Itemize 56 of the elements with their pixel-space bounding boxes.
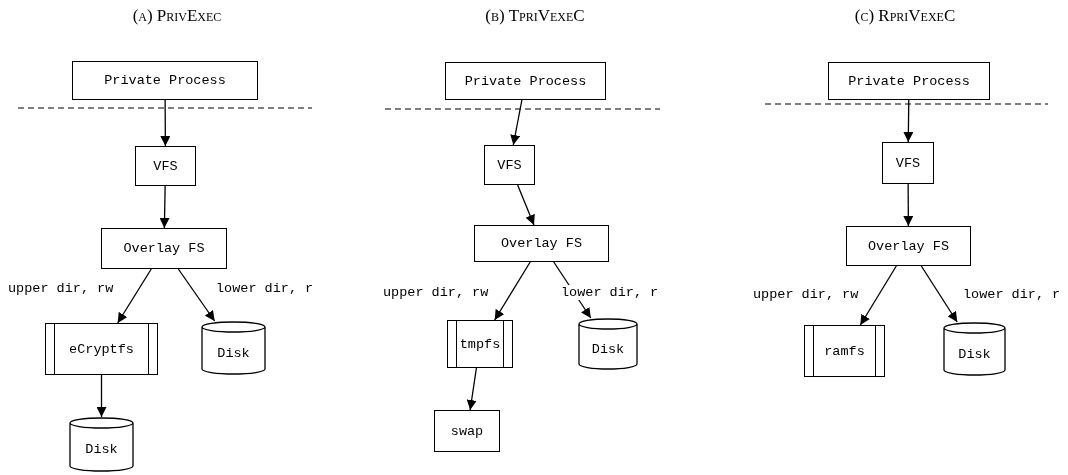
- node-label: Overlay FS: [868, 238, 949, 254]
- process-box: [72, 61, 258, 100]
- subroutine-box: [804, 325, 885, 377]
- arrow: [466, 367, 478, 411]
- node-label: Disk: [85, 442, 118, 457]
- node-label: Private Process: [848, 73, 970, 89]
- arrow: [859, 265, 897, 326]
- node-label: Disk: [591, 341, 625, 357]
- arrow: [920, 265, 958, 323]
- panel-title: (a) PrivExec: [132, 6, 222, 26]
- disk-cylinder: [943, 322, 1006, 376]
- node-label: VFS: [895, 155, 921, 171]
- process-box: [828, 62, 990, 100]
- edge-label: lower dir, r: [560, 285, 660, 300]
- process-box: [882, 142, 934, 184]
- arrow: [159, 185, 170, 229]
- node-label: eCryptfs: [69, 341, 134, 357]
- disk-cylinder: [578, 318, 638, 370]
- edge-label: lower dir, r: [215, 281, 315, 296]
- edge-label: upper dir, rw: [7, 281, 115, 296]
- node-label: Private Process: [104, 73, 226, 88]
- edge-label: upper dir, rw: [382, 285, 490, 300]
- process-box: [101, 228, 227, 269]
- process-box: [846, 226, 971, 266]
- panel-title: (c) RpriVexeC: [854, 6, 956, 26]
- process-box: [445, 62, 606, 100]
- node-label: ramfs: [824, 343, 865, 359]
- process-box: [135, 146, 196, 186]
- process-box: [434, 410, 500, 452]
- node-label: Overlay FS: [123, 241, 205, 256]
- process-box: [484, 145, 535, 185]
- node-label: VFS: [153, 158, 178, 174]
- subroutine-box: [45, 323, 158, 375]
- node-label: Private Process: [464, 73, 587, 89]
- edge-label: lower dir, r: [962, 287, 1062, 302]
- process-box: [474, 225, 609, 262]
- arrow: [903, 99, 914, 143]
- arrow: [517, 184, 535, 226]
- arrow: [96, 374, 107, 418]
- node-label: swap: [450, 423, 484, 439]
- edge-label: upper dir, rw: [752, 287, 860, 302]
- node-label: tmpfs: [459, 336, 501, 352]
- arrow: [903, 183, 914, 227]
- subroutine-box: [447, 320, 513, 368]
- disk-cylinder: [69, 417, 134, 472]
- arrow: [117, 268, 152, 324]
- node-label: Overlay FS: [501, 236, 582, 251]
- arrow: [494, 261, 531, 321]
- arrow: [177, 268, 216, 322]
- panel-title: (b) TpriVexeC: [485, 6, 585, 26]
- arrow: [510, 99, 523, 146]
- arrow: [160, 99, 171, 147]
- node-label: VFS: [497, 157, 522, 173]
- disk-cylinder: [201, 321, 266, 375]
- node-label: Disk: [217, 345, 250, 361]
- node-label: Disk: [958, 346, 991, 362]
